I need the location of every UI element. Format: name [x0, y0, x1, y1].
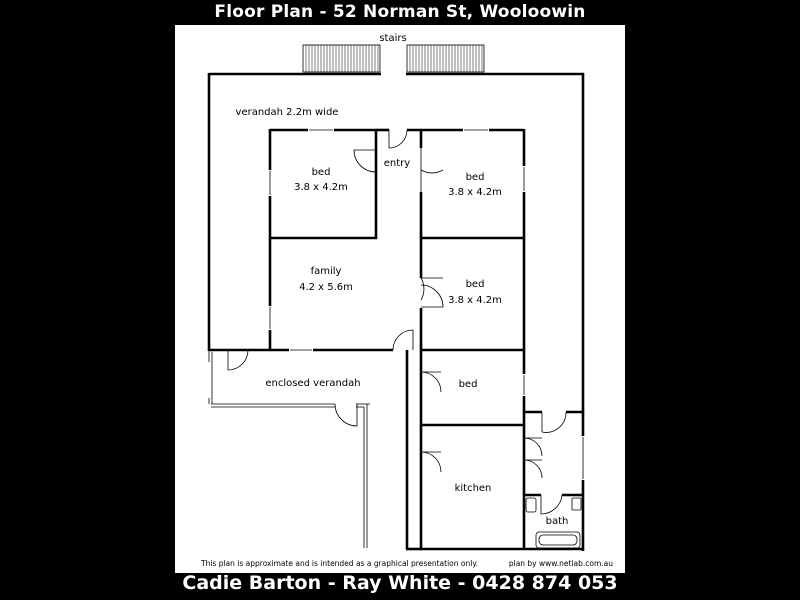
bed1-size: 3.8 x 4.2m: [294, 182, 348, 193]
door-swings: [227, 129, 567, 515]
floor-plan-drawing: stairs: [200, 33, 613, 568]
bed2-label: bed: [466, 172, 485, 183]
stairs-label: stairs: [379, 33, 406, 44]
enclosed-verandah-label: enclosed verandah: [265, 378, 360, 389]
page-title: Floor Plan - 52 Norman St, Wooloowin: [214, 2, 586, 22]
bath-label: bath: [546, 516, 569, 527]
enclosed-verandah-walls: [211, 352, 370, 548]
interior-walls: [208, 128, 585, 551]
toilet-icon: [571, 497, 582, 511]
entry-label: entry: [384, 158, 411, 169]
bed4-label: bed: [459, 379, 478, 390]
outer-walls: [207, 72, 585, 412]
kitchen-label: kitchen: [455, 483, 492, 494]
stairs-graphic: [302, 44, 485, 73]
family-label: family: [311, 266, 342, 277]
agent-contact: Cadie Barton - Ray White - 0428 874 053: [182, 572, 618, 594]
verandah-label: verandah 2.2m wide: [236, 107, 339, 118]
family-size: 4.2 x 5.6m: [299, 282, 353, 293]
windows: [208, 128, 585, 480]
floor-plan-sheet: stairs: [175, 25, 625, 573]
bed2-size: 3.8 x 4.2m: [448, 187, 502, 198]
bed3-size: 3.8 x 4.2m: [448, 295, 502, 306]
bath-fixtures: [525, 497, 582, 549]
basin-icon: [525, 497, 537, 513]
bed3-label: bed: [466, 279, 485, 290]
bathtub-icon: [535, 531, 581, 549]
disclaimer-text: This plan is approximate and is intended…: [200, 559, 478, 568]
credit-text: plan by www.netlab.com.au: [509, 559, 613, 568]
bed1-label: bed: [312, 167, 331, 178]
